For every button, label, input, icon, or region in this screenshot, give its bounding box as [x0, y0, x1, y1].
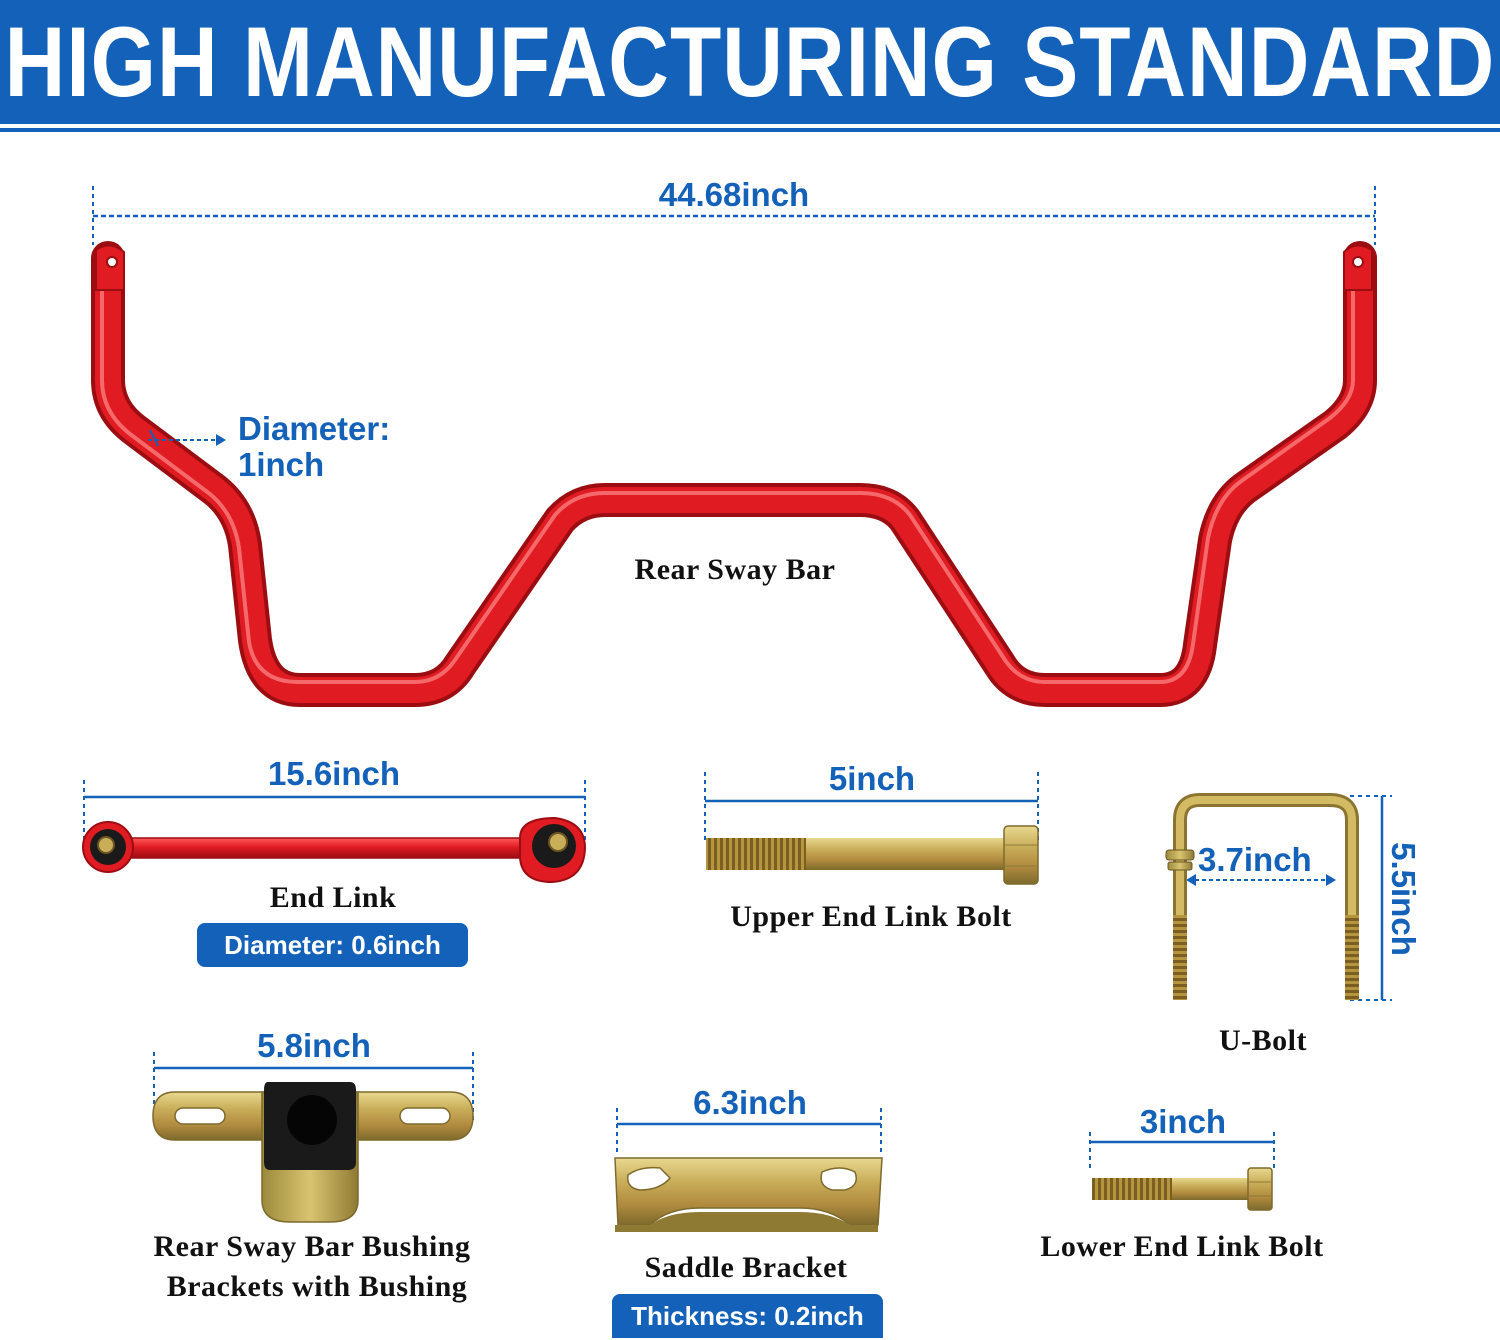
saddle-bracket: [614, 1157, 883, 1232]
lower-bolt-name: Lower End Link Bolt: [1040, 1230, 1324, 1263]
upper-bolt-name: Upper End Link Bolt: [730, 900, 1012, 933]
bushing-bracket: [152, 1082, 474, 1223]
title-banner: [0, 0, 1500, 128]
saddle-bracket-dimension-line: [616, 1108, 882, 1155]
sway-bar-diameter-label: Diameter:: [238, 410, 391, 447]
upper-end-link-bolt: [706, 825, 1039, 885]
end-link-dimension-line: [83, 780, 586, 840]
lower-bolt-dimension-line: [1089, 1132, 1275, 1172]
lower-end-link-bolt: [1092, 1167, 1273, 1211]
sway-bar-name: Rear Sway Bar: [634, 553, 836, 586]
u-bolt: [1165, 793, 1359, 1000]
end-link-length: 15.6inch: [267, 755, 401, 792]
u-bolt-height: 5.5inch: [1385, 842, 1422, 956]
diameter-arrow: [148, 429, 226, 447]
end-link-name: End Link: [269, 881, 397, 914]
rear-sway-bar: [91, 241, 1377, 707]
sway-bar-dimension-line: [92, 186, 1376, 245]
sway-bar-length: 44.68inch: [658, 176, 810, 213]
lower-bolt-length: 3inch: [1139, 1103, 1227, 1140]
saddle-bracket-length: 6.3inch: [693, 1084, 807, 1121]
bushing-bracket-length: 5.8inch: [257, 1027, 371, 1064]
u-bolt-width: 3.7inch: [1198, 841, 1312, 878]
bushing-bracket-name-line1: Rear Sway Bar Bushing: [153, 1230, 471, 1263]
saddle-bracket-name: Saddle Bracket: [644, 1251, 848, 1284]
sway-bar-diameter-value: 1inch: [238, 446, 325, 483]
end-link: [82, 816, 587, 884]
end-link-diameter-badge: Diameter: 0.6inch: [197, 923, 468, 967]
bushing-bracket-name-line2: Brackets with Bushing: [166, 1270, 468, 1303]
saddle-bracket-thickness-badge: Thickness: 0.2inch: [612, 1294, 883, 1338]
banner-title: HIGH MANUFACTURING STANDARD: [4, 6, 1496, 118]
u-bolt-dimension-lines: [1186, 795, 1392, 1001]
u-bolt-name: U-Bolt: [1219, 1024, 1307, 1057]
upper-bolt-length: 5inch: [828, 760, 916, 797]
